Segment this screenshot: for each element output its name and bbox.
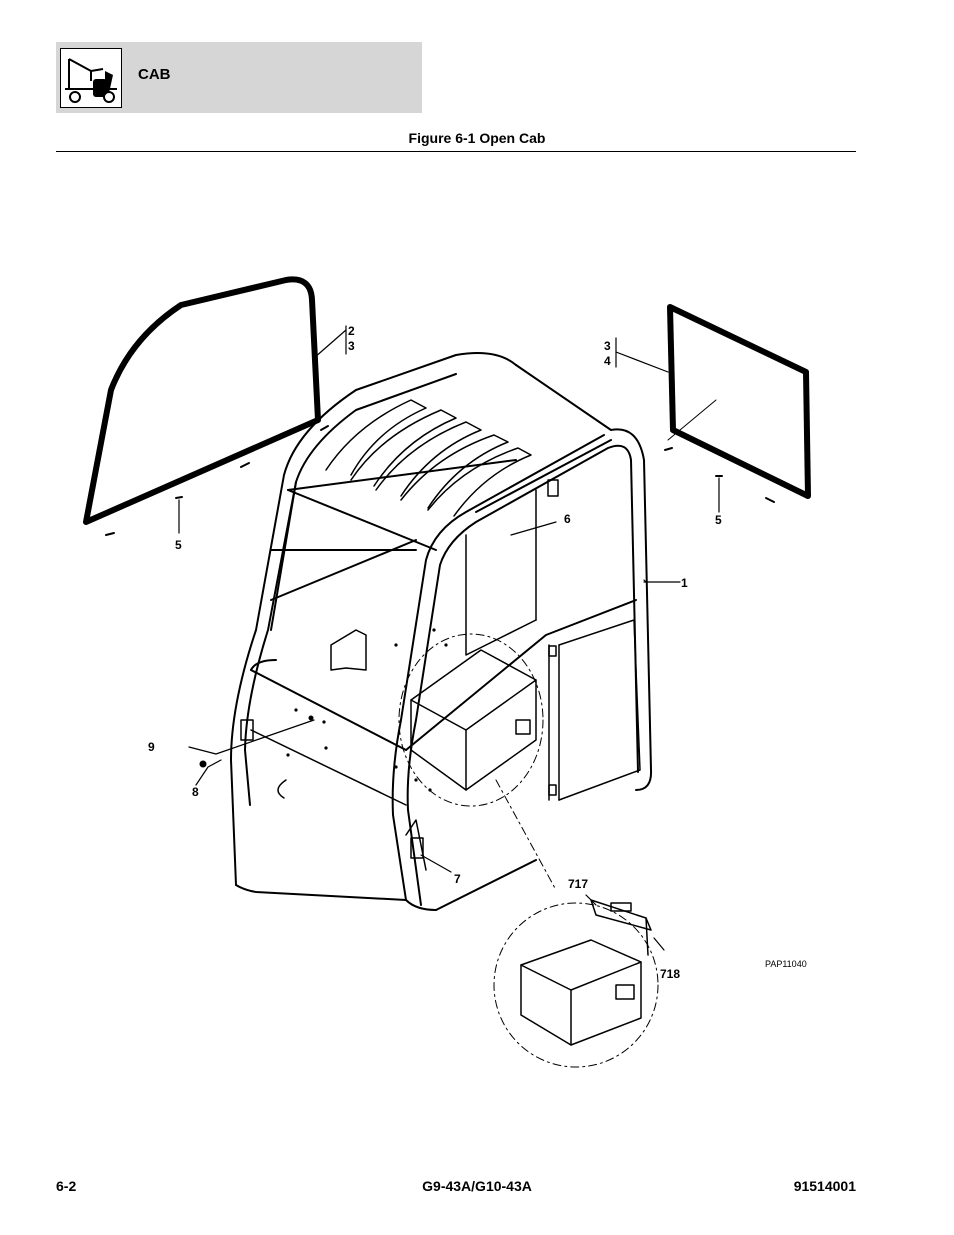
heater-box [410,649,537,791]
callout-7: 7 [454,872,461,886]
callout-8: 8 [192,785,199,799]
callout-717: 717 [568,877,588,891]
callout-9: 9 [148,740,155,754]
figure-caption: Figure 6-1 Open Cab [408,130,546,146]
roof-slats [325,399,532,517]
callout-5-left: 5 [175,538,182,552]
callout-2: 2 [348,324,355,338]
cab-frame [230,352,653,911]
document-number: 91514001 [793,1178,856,1194]
callout-1: 1 [681,576,688,590]
callout-5-right: 5 [715,513,722,527]
callout-718: 718 [660,967,680,981]
callout-3b: 3 [604,339,611,353]
left-window-glass [83,276,321,525]
detail-inset-parts [520,899,652,1046]
callout-3: 3 [348,339,355,353]
callout-4: 4 [604,354,611,368]
callout-leaders [188,325,681,951]
detail-zone-circle [398,633,544,807]
header-divider [56,151,856,152]
model-number: G9-43A/G10-43A [422,1178,532,1194]
right-window-glass [667,304,811,499]
drawing-id: PAP11040 [765,959,807,969]
telehandler-icon [60,48,122,108]
page-number: 6-2 [56,1178,77,1194]
section-title: CAB [138,66,171,83]
callout-6: 6 [564,512,571,526]
open-cab-exploded-drawing: 2 3 3 4 5 5 6 1 9 8 7 717 718 PAP11040 [83,276,811,1068]
detail-inset-circle [493,902,659,1068]
